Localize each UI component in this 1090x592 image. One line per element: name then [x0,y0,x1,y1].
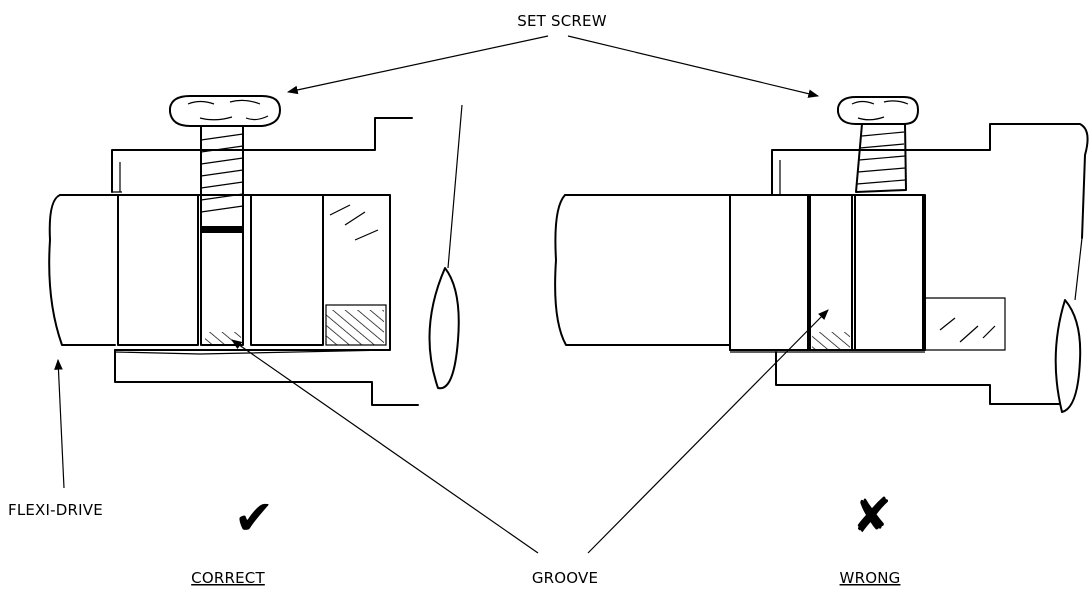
groove-leader-right [587,309,829,554]
checkmark-icon: ✔ [234,490,274,546]
correct-assembly [48,95,463,406]
correct-label: CORRECT [191,569,265,587]
flexi-drive-label: FLEXI-DRIVE [8,501,103,519]
wrong-label: WRONG [840,569,901,587]
set-screw-leader-right [567,35,820,98]
set-screw-label: SET SCREW [517,12,606,30]
groove-leader-left [231,339,539,554]
groove-label: GROOVE [532,569,598,587]
flexi-drive-leader [54,358,65,489]
set-screw-leader-left [286,35,549,95]
wrong-assembly [554,96,1089,413]
cross-icon: ✘ [852,488,892,544]
